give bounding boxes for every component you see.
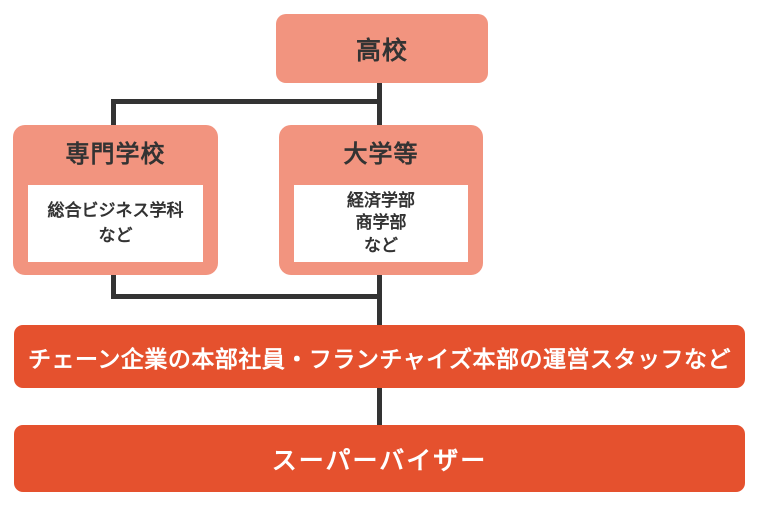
connector-branch-horizontal [111, 99, 382, 104]
node-university-label: 大学等 [343, 141, 419, 168]
node-career-entry-label: チェーン企業の本部社員・フランチャイズ本部の運営スタッフなど [28, 345, 731, 372]
connector-vocational-down [111, 275, 116, 299]
connector-to-vocational [111, 99, 116, 125]
node-university: 大学等 経済学部 商学部 など [279, 125, 483, 275]
connector-career-to-final [377, 388, 382, 425]
node-final-role: スーパーバイザー [14, 425, 745, 492]
node-university-detail-card: 経済学部 商学部 など [294, 185, 468, 262]
node-vocational-school-label: 専門学校 [65, 141, 166, 168]
connector-highschool-down [377, 83, 382, 125]
node-career-entry: チェーン企業の本部社員・フランチャイズ本部の運営スタッフなど [14, 325, 745, 388]
connector-university-down [377, 275, 382, 325]
node-vocational-school: 専門学校 総合ビジネス学科 など [13, 125, 218, 275]
node-vocational-school-detail-card: 総合ビジネス学科 など [28, 185, 203, 262]
node-final-role-label: スーパーバイザー [271, 446, 488, 475]
node-vocational-school-detail: 総合ビジネス学科 など [47, 200, 184, 245]
node-highschool: 高校 [276, 14, 488, 83]
node-highschool-label: 高校 [355, 36, 408, 65]
connector-merge-horizontal [111, 294, 382, 299]
node-university-detail: 経済学部 商学部 など [347, 190, 415, 255]
